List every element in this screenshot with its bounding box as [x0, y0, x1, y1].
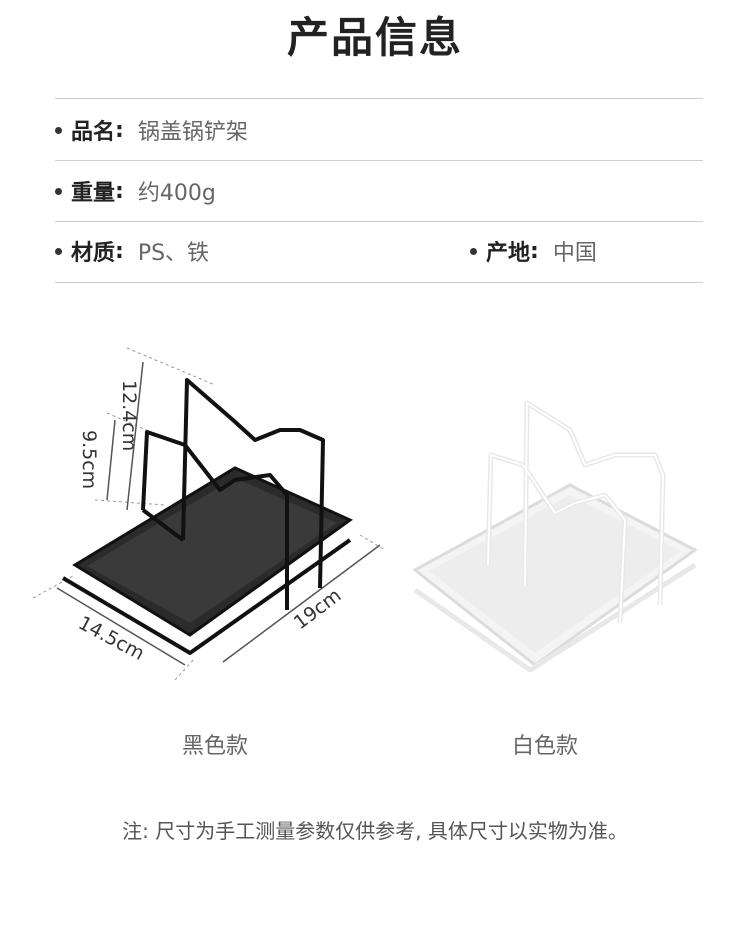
spec-label: 品名	[71, 120, 116, 145]
spec-value: 中国	[552, 241, 597, 266]
variant-caption-white: 白色款	[511, 734, 578, 759]
spec-row-material-origin: 材质 : PS、铁 产地 : 中国	[55, 231, 703, 271]
disclaimer-note: 注: 尺寸为手工测量参数仅供参考, 具体尺寸以实物为准。	[122, 819, 628, 843]
divider	[55, 282, 703, 283]
bullet-icon	[470, 247, 477, 255]
dimension-label: 9.5cm	[78, 430, 100, 489]
spec-value: 锅盖锅铲架	[137, 120, 248, 145]
divider	[55, 98, 703, 99]
spec-value: 约400g	[137, 181, 216, 206]
spec-label: 重量	[71, 181, 116, 206]
spec-value: PS、铁	[137, 241, 210, 266]
variant-caption-black: 黑色款	[181, 734, 248, 759]
spec-label: 材质	[71, 241, 116, 266]
divider	[55, 221, 703, 222]
black-rack-image: 12.4cm 9.5cm 14.5cm 19cm	[32, 347, 385, 681]
dimension-label: 12.4cm	[118, 380, 140, 451]
bullet-icon	[55, 247, 62, 255]
spec-row-name: 品名 : 锅盖锅铲架	[55, 110, 703, 150]
spec-row-weight: 重量 : 约400g	[55, 171, 703, 211]
bullet-icon	[55, 126, 62, 134]
page-title: 产品信息	[286, 13, 463, 62]
bullet-icon	[55, 187, 62, 195]
divider	[55, 160, 703, 161]
spec-label: 产地	[486, 241, 531, 266]
white-rack-image	[412, 400, 698, 673]
